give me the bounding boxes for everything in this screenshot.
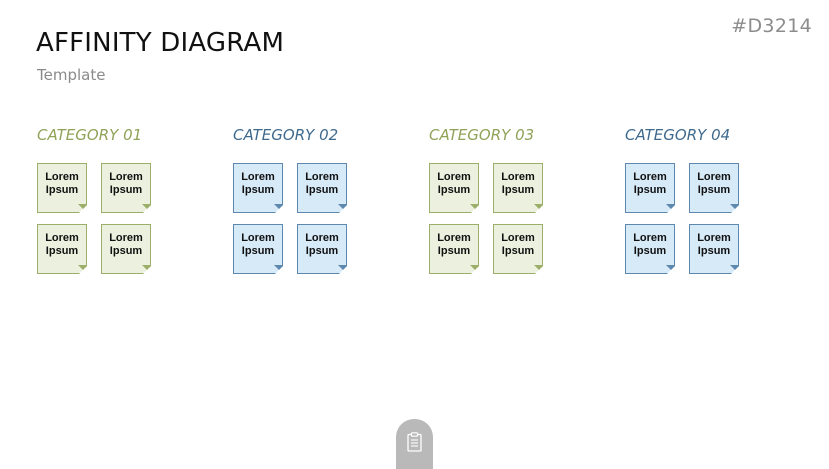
- clipboard-icon: [407, 432, 422, 452]
- note-fold: [666, 265, 675, 274]
- note-text: Lorem: [45, 232, 79, 244]
- note-text: Ipsum: [45, 245, 79, 257]
- note-text: Lorem: [241, 232, 275, 244]
- note-fold: [730, 265, 739, 274]
- note-fold: [78, 204, 87, 213]
- note-fold: [470, 265, 479, 274]
- note-fold: [142, 204, 151, 213]
- note-text: Lorem: [437, 232, 471, 244]
- note-text: Ipsum: [501, 245, 535, 257]
- note-text: Ipsum: [305, 184, 339, 196]
- slide-id: #D3214: [731, 15, 812, 37]
- note-text: Lorem: [501, 232, 535, 244]
- note-text: Ipsum: [241, 184, 275, 196]
- note-fold: [142, 265, 151, 274]
- clipboard-tab[interactable]: [396, 419, 433, 469]
- note-text: Ipsum: [305, 245, 339, 257]
- note-text: Lorem: [501, 171, 535, 183]
- note-text: Lorem: [633, 232, 667, 244]
- category-label: CATEGORY 02: [233, 126, 339, 144]
- note-fold: [338, 265, 347, 274]
- note-text: Ipsum: [45, 184, 79, 196]
- note-fold: [534, 204, 543, 213]
- note-text: Ipsum: [109, 184, 143, 196]
- note-text: Ipsum: [501, 184, 535, 196]
- note-fold: [78, 265, 87, 274]
- page-title: AFFINITY DIAGRAM: [36, 28, 285, 58]
- note-text: Lorem: [109, 232, 143, 244]
- category-label: CATEGORY 03: [429, 126, 535, 144]
- note-fold: [338, 204, 347, 213]
- note-fold: [274, 204, 283, 213]
- note-text: Lorem: [45, 171, 79, 183]
- note-text: Lorem: [305, 232, 339, 244]
- note-fold: [730, 204, 739, 213]
- note-fold: [470, 204, 479, 213]
- note-fold: [534, 265, 543, 274]
- note-text: Ipsum: [241, 245, 275, 257]
- note-text: Ipsum: [437, 184, 471, 196]
- note-fold: [274, 265, 283, 274]
- note-text: Lorem: [305, 171, 339, 183]
- note-fold: [666, 204, 675, 213]
- note-text: Lorem: [109, 171, 143, 183]
- page-subtitle: Template: [37, 66, 106, 84]
- note-text: Lorem: [633, 171, 667, 183]
- category-label: CATEGORY 01: [37, 126, 143, 144]
- note-text: Lorem: [437, 171, 471, 183]
- note-text: Ipsum: [109, 245, 143, 257]
- note-text: Lorem: [697, 171, 731, 183]
- note-text: Lorem: [241, 171, 275, 183]
- note-text: Ipsum: [633, 184, 667, 196]
- note-text: Ipsum: [697, 184, 731, 196]
- note-text: Ipsum: [437, 245, 471, 257]
- note-text: Lorem: [697, 232, 731, 244]
- category-label: CATEGORY 04: [625, 126, 731, 144]
- note-text: Ipsum: [633, 245, 667, 257]
- note-text: Ipsum: [697, 245, 731, 257]
